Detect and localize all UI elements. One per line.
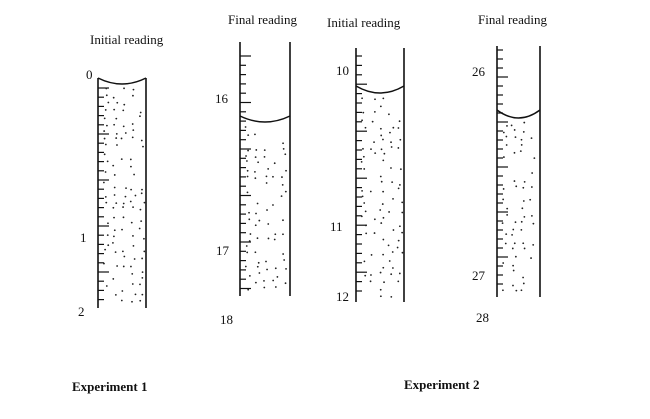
exp1-final-label-top: 16 xyxy=(215,91,228,106)
exp1-initial-heading: Initial reading xyxy=(90,32,164,47)
exp1-final-heading: Final reading xyxy=(228,12,297,27)
exp2-final-label-bottom: 28 xyxy=(476,310,489,325)
experiment-1-title: Experiment 1 xyxy=(72,379,148,394)
exp2-initial-label-bottom: 12 xyxy=(336,289,349,304)
exp1-initial-burette xyxy=(97,77,147,308)
exp2-final-label-mid: 27 xyxy=(472,268,485,283)
exp2-initial-label-top: 10 xyxy=(336,63,349,78)
exp1-initial-label-mid: 1 xyxy=(80,230,87,245)
exp2-final-heading: Final reading xyxy=(478,12,547,27)
exp1-initial-label-bottom: 2 xyxy=(78,304,85,319)
exp2-initial-burette xyxy=(355,48,405,302)
exp1-initial-label-top: 0 xyxy=(86,67,93,82)
exp2-final-label-top: 26 xyxy=(472,64,485,79)
exp2-initial-heading: Initial reading xyxy=(327,15,401,30)
experiment-2-title: Experiment 2 xyxy=(404,377,480,392)
exp1-final-burette xyxy=(239,42,291,296)
exp2-initial-label-mid: 11 xyxy=(330,219,343,234)
exp1-final-label-bottom: 18 xyxy=(220,312,233,327)
exp1-final-label-mid: 17 xyxy=(216,243,229,258)
exp2-final-burette xyxy=(496,46,541,297)
